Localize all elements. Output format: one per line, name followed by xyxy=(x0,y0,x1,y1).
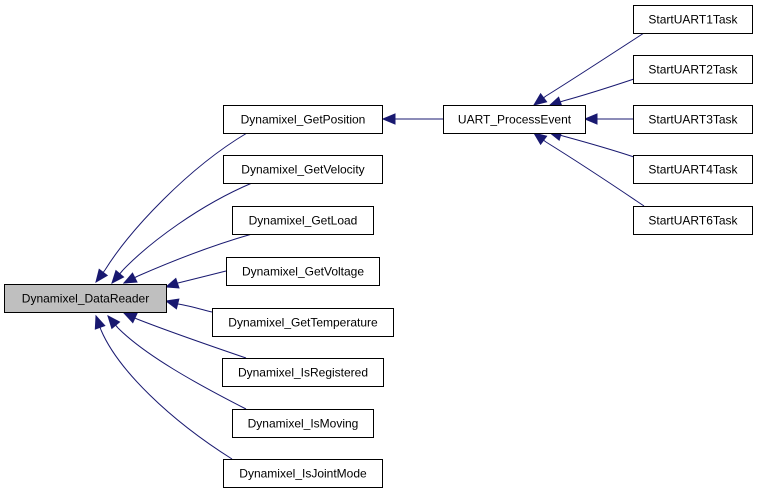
node-label: Dynamixel_DataReader xyxy=(22,292,149,306)
edge-jm-dr xyxy=(94,314,233,460)
edge-pos-dr xyxy=(95,132,248,284)
node-label: Dynamixel_GetLoad xyxy=(249,214,358,228)
node-temp[interactable]: Dynamixel_GetTemperature xyxy=(212,308,394,337)
node-box[interactable] xyxy=(633,206,753,235)
node-label: Dynamixel_GetPosition xyxy=(241,113,366,127)
edge-u4-uart xyxy=(547,129,635,158)
node-u6[interactable]: StartUART6Task xyxy=(633,206,753,235)
edge-u3-uart xyxy=(583,113,633,125)
node-label: Dynamixel_GetTemperature xyxy=(228,316,378,330)
node-label: StartUART6Task xyxy=(648,214,738,228)
node-label: Dynamixel_IsJointMode xyxy=(239,467,367,481)
node-box[interactable] xyxy=(222,358,384,387)
node-box[interactable] xyxy=(443,105,586,134)
node-label: UART_ProcessEvent xyxy=(458,113,572,127)
edge-line-end xyxy=(533,132,547,143)
node-pos[interactable]: Dynamixel_GetPosition xyxy=(223,105,383,134)
node-dr[interactable]: Dynamixel_DataReader xyxy=(4,284,167,313)
edge-line xyxy=(545,141,645,207)
node-box[interactable] xyxy=(226,257,380,286)
edge-line xyxy=(117,327,247,410)
node-mov[interactable]: Dynamixel_IsMoving xyxy=(232,409,374,438)
node-u4[interactable]: StartUART4Task xyxy=(633,155,753,184)
node-label: StartUART3Task xyxy=(648,113,738,127)
edge-line xyxy=(100,329,233,460)
node-box[interactable] xyxy=(223,105,383,134)
edge-line xyxy=(545,32,645,97)
nodes-layer: Dynamixel_DataReader Dynamixel_GetPositio… xyxy=(4,5,753,488)
node-box[interactable] xyxy=(4,284,167,313)
node-load[interactable]: Dynamixel_GetLoad xyxy=(232,206,374,235)
node-box[interactable] xyxy=(232,409,374,438)
edge-line xyxy=(104,132,248,271)
edge-load-dr xyxy=(122,233,253,284)
node-u2[interactable]: StartUART2Task xyxy=(633,55,753,84)
edge-line-end xyxy=(123,312,138,320)
node-u1[interactable]: StartUART1Task xyxy=(633,5,753,34)
node-vel[interactable]: Dynamixel_GetVelocity xyxy=(223,155,383,184)
edge-volt-dr xyxy=(164,270,227,289)
edge-line-end xyxy=(165,300,179,305)
edge-temp-dr xyxy=(164,298,213,313)
edge-u1-uart xyxy=(532,32,645,106)
edge-mov-dr xyxy=(107,315,247,410)
edge-line xyxy=(562,78,635,102)
node-label: Dynamixel_GetVoltage xyxy=(242,265,364,279)
node-box[interactable] xyxy=(223,155,383,184)
edge-line-end xyxy=(123,275,139,284)
edge-u6-uart xyxy=(532,132,645,207)
edge-reg-dr xyxy=(122,312,247,359)
node-u3[interactable]: StartUART3Task xyxy=(633,105,753,134)
node-volt[interactable]: Dynamixel_GetVoltage xyxy=(226,257,380,286)
edge-line xyxy=(122,182,253,271)
edge-line xyxy=(136,318,247,359)
node-box[interactable] xyxy=(633,155,753,184)
node-jm[interactable]: Dynamixel_IsJointMode xyxy=(223,459,383,488)
edge-line xyxy=(177,270,227,284)
node-label: StartUART1Task xyxy=(648,13,738,27)
edge-line-end xyxy=(111,269,124,284)
node-box[interactable] xyxy=(212,308,394,337)
node-label: Dynamixel_IsRegistered xyxy=(238,366,368,380)
edges-layer xyxy=(94,32,645,460)
edge-line-end xyxy=(107,315,119,329)
node-box[interactable] xyxy=(633,5,753,34)
edge-line xyxy=(177,303,213,313)
edge-uart-pos xyxy=(381,113,443,125)
edge-u2-uart xyxy=(547,78,635,108)
node-label: Dynamixel_IsMoving xyxy=(248,417,359,431)
node-box[interactable] xyxy=(232,206,374,235)
node-box[interactable] xyxy=(633,55,753,84)
node-box[interactable] xyxy=(633,105,753,134)
node-box[interactable] xyxy=(223,459,383,488)
edge-vel-dr xyxy=(111,182,253,284)
edge-line-end xyxy=(165,282,179,288)
edge-line-end xyxy=(533,95,547,106)
node-reg[interactable]: Dynamixel_IsRegistered xyxy=(222,358,384,387)
node-uart[interactable]: UART_ProcessEvent xyxy=(443,105,586,134)
edge-line-end xyxy=(95,269,106,283)
node-label: StartUART4Task xyxy=(648,163,738,177)
node-label: StartUART2Task xyxy=(648,63,738,77)
edge-line xyxy=(562,135,635,158)
edge-line-end xyxy=(95,315,102,331)
edge-line xyxy=(137,233,253,277)
node-label: Dynamixel_GetVelocity xyxy=(241,163,364,177)
